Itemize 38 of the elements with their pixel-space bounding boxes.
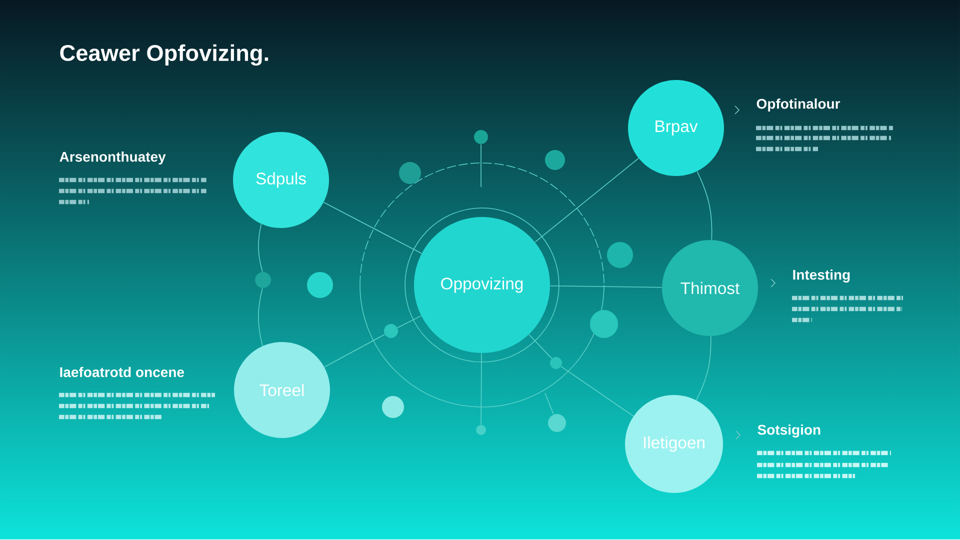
title: Ceawer Opfovizing. (60, 44, 268, 66)
heading: Opfotinalour (756, 98, 840, 112)
node-label: Thimost (680, 282, 740, 294)
connector-line (696, 170, 712, 240)
connector-line (323, 202, 422, 254)
connector-line (480, 144, 482, 188)
connector-line (324, 334, 386, 368)
heading: Sotsigion (758, 424, 820, 438)
heading: Arsenonthuatey (60, 151, 166, 165)
dot (474, 130, 488, 144)
node-label: Brpav (656, 120, 698, 136)
node-label: Sdpuls (256, 172, 306, 188)
connector-line (534, 158, 639, 242)
node-label: Iletigoen (644, 436, 704, 452)
connector-line (544, 392, 554, 415)
dot (545, 150, 565, 170)
connector-line (696, 336, 712, 400)
dot (590, 310, 618, 338)
node-label: Toreel (260, 384, 304, 396)
dot (476, 425, 486, 435)
dot (607, 242, 633, 268)
connector-line (397, 315, 422, 328)
dot (550, 357, 562, 369)
connector-line (480, 352, 482, 426)
dot (307, 272, 333, 298)
dot (255, 272, 271, 288)
heading: Iaefoatrotd oncene (60, 366, 184, 378)
dot (548, 414, 566, 432)
dot (382, 396, 404, 418)
connector-line (550, 286, 662, 288)
node-label: Oppovizing (441, 277, 523, 293)
dot (384, 324, 398, 338)
connector-line (258, 288, 263, 346)
connector-line (528, 334, 552, 359)
dot (399, 162, 421, 184)
connector-line (560, 366, 634, 417)
heading: Intesting (793, 269, 850, 283)
connector-line (258, 224, 263, 272)
